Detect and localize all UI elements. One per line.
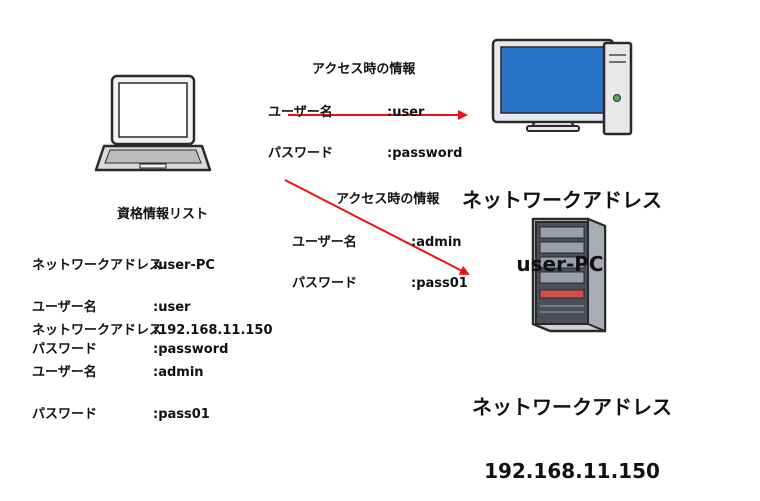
server-icon <box>531 217 607 333</box>
diagram-canvas <box>94 38 633 333</box>
row-value: :192.168.11.150 <box>153 323 273 338</box>
row-value: :pass01 <box>411 276 468 291</box>
access-row-password: パスワード :pass01 <box>292 277 468 290</box>
row-value: :password <box>153 342 229 357</box>
credential-row-password: パスワード :password <box>32 343 228 356</box>
access-row-username: ユーザー名 :user <box>268 106 462 119</box>
row-value: :password <box>387 146 463 161</box>
row-key: ユーザー名 <box>32 365 97 380</box>
row-key: ネットワークアドレス <box>32 258 163 273</box>
row-value: :admin <box>411 235 462 250</box>
server-label: ネットワークアドレス 192.168.11.150 <box>462 357 682 501</box>
access-info-title: アクセス時の情報 <box>312 62 416 77</box>
credential-row-address: ネットワークアドレス :192.168.11.150 <box>32 324 273 337</box>
row-value: :pass01 <box>153 407 210 422</box>
credential-list-title: 資格情報リスト <box>117 207 209 222</box>
row-key: ユーザー名 <box>268 105 333 120</box>
user-pc-label: ネットワークアドレス user-PC <box>462 150 662 294</box>
access-row-password: パスワード :password <box>268 147 462 160</box>
credential-row-address: ネットワークアドレス :user-PC <box>32 259 228 272</box>
credential-group-1: ネットワークアドレス :user-PC ユーザー名 :user パスワード :p… <box>32 233 228 369</box>
credential-row-username: ユーザー名 :user <box>32 301 228 314</box>
credential-row-username: ユーザー名 :admin <box>32 366 273 379</box>
row-key: パスワード <box>32 342 98 357</box>
credential-group-2: ネットワークアドレス :192.168.11.150 ユーザー名 :admin … <box>32 298 273 434</box>
row-key: ユーザー名 <box>292 235 357 250</box>
row-key: パスワード <box>32 407 98 422</box>
row-key: ネットワークアドレス <box>32 323 163 338</box>
credential-row-password: パスワード :pass01 <box>32 408 273 421</box>
access-info-title: アクセス時の情報 <box>336 192 440 207</box>
row-value: :admin <box>153 365 204 380</box>
desktop-pc-icon <box>491 38 633 136</box>
network-address-label: ネットワークアドレス <box>472 395 672 419</box>
network-address-label: ネットワークアドレス <box>462 188 662 212</box>
arrow-to-server <box>284 179 470 275</box>
row-value: :user <box>153 300 191 315</box>
user-pc-address: user-PC <box>516 252 604 276</box>
server-address: 192.168.11.150 <box>484 459 660 483</box>
row-key: ユーザー名 <box>32 300 97 315</box>
row-value: :user <box>387 105 425 120</box>
access-info-user-pc: ユーザー名 :user パスワード :password <box>268 80 462 173</box>
laptop-icon <box>94 74 212 172</box>
row-key: パスワード <box>268 146 334 161</box>
row-key: パスワード <box>292 276 358 291</box>
access-info-server: ユーザー名 :admin パスワード :pass01 <box>292 210 468 303</box>
row-value: :user-PC <box>153 258 215 273</box>
access-row-username: ユーザー名 :admin <box>292 236 468 249</box>
